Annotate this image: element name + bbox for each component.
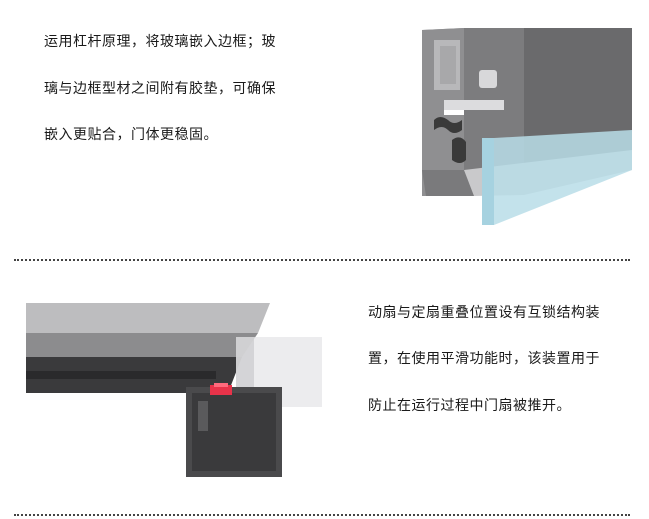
description-line: 防止在运行过程中门扇被推开。	[368, 398, 571, 414]
frame-latch	[444, 100, 504, 110]
description-line: 运用杠杆原理，将玻璃嵌入边框；玻	[44, 34, 276, 50]
section-divider	[14, 259, 630, 261]
glass-gasket-right	[452, 137, 466, 163]
glass-pane-edge	[482, 138, 494, 225]
description-line: 动扇与定扇重叠位置设有互锁结构装	[368, 305, 600, 321]
description-line: 置，在使用平滑功能时，该装置用于	[368, 351, 600, 367]
description-line: 璃与边框型材之间附有胶垫，可确保	[44, 81, 276, 97]
section-divider	[14, 514, 630, 516]
interlock-red-block	[210, 385, 232, 395]
interlock-structure-illustration	[26, 303, 322, 477]
glass-gasket-left	[434, 117, 462, 133]
glass-frame-profile-illustration	[422, 28, 632, 225]
door-leaf-top	[26, 303, 270, 333]
description-line: 嵌入更贴合，门体更稳固。	[44, 127, 218, 143]
glass-pane	[494, 130, 632, 225]
